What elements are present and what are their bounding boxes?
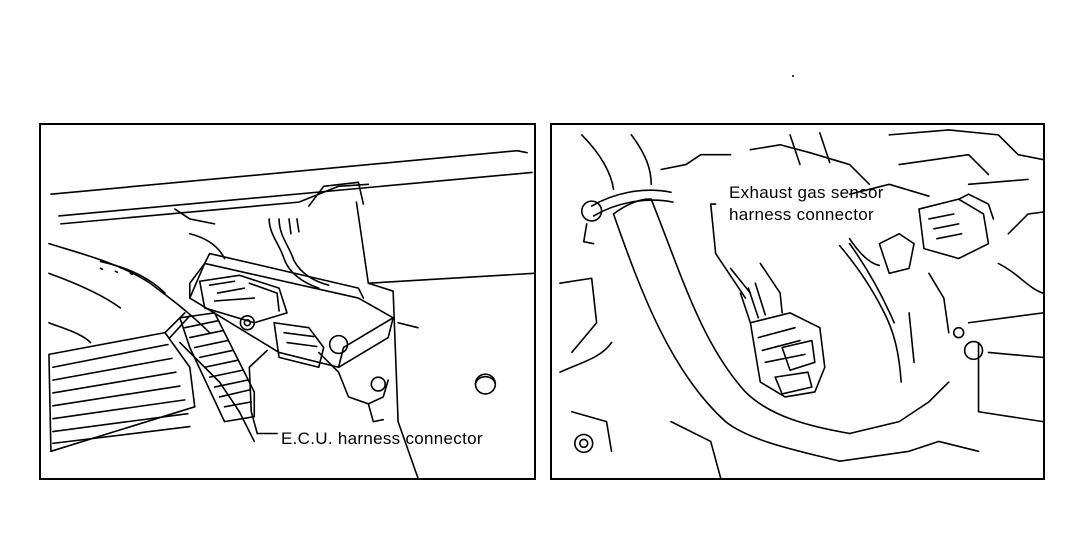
wire-harness [269, 219, 319, 288]
exhaust-sensor-connector [750, 313, 824, 397]
exhaust-callout-leader [711, 204, 746, 298]
mount-bracket [319, 352, 388, 403]
exhaust-sensor-illustration-panel: Exhaust gas sensor harness connector [550, 123, 1045, 480]
ecu-line-drawing [41, 125, 534, 478]
console-panel [356, 202, 534, 283]
ecu-harness-connector-label: E.C.U. harness connector [281, 429, 483, 448]
accelerator-pedal [180, 313, 254, 422]
right-connector [919, 199, 988, 258]
stray-mark [792, 75, 794, 77]
right-bolt [965, 342, 983, 360]
engine-block [582, 135, 614, 189]
lower-left-bolt [575, 434, 593, 452]
brake-pedal [49, 333, 195, 452]
dashboard-edge [51, 151, 527, 195]
ecu-callout-leader [249, 350, 267, 433]
ecu-illustration-panel: E.C.U. harness connector [39, 123, 536, 480]
coolant-hose [613, 214, 839, 461]
exhaust-sensor-label-line2: harness connector [729, 205, 874, 224]
ecu-box [190, 263, 393, 367]
floor-contour [49, 244, 210, 333]
exhaust-sensor-label-line1: Exhaust gas sensor [729, 183, 884, 202]
ecu-connector [200, 275, 287, 322]
exhaust-sensor-line-drawing [552, 125, 1043, 478]
